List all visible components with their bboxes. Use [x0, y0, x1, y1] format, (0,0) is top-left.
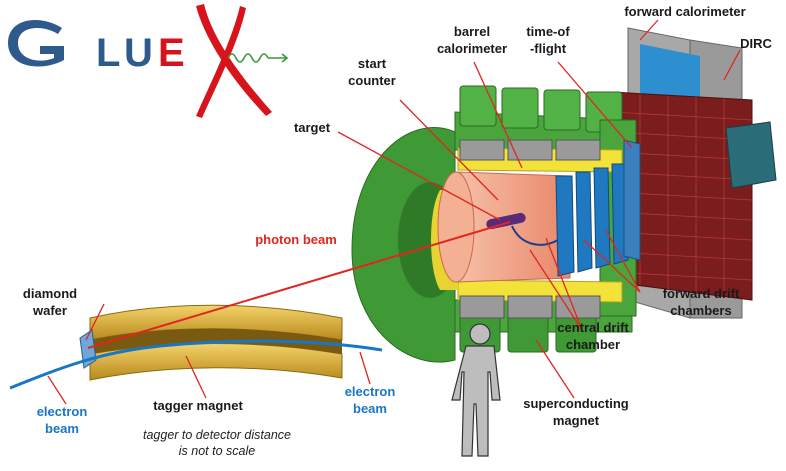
label-forward-calorimeter: forward calorimeter [624, 4, 746, 19]
label-tagger-magnet: tagger magnet [153, 398, 243, 413]
logo-g-letter [8, 20, 64, 67]
human-scale-figure [451, 323, 501, 457]
forward-calorimeter-assembly [611, 27, 777, 319]
note-scale-line1: tagger to detector distance [142, 428, 291, 442]
tagger-magnet [79, 304, 343, 381]
logo-u-letter: U [124, 31, 153, 75]
label-electron-beam-right-line1: electron [344, 384, 396, 399]
electron-beam-line [9, 339, 383, 390]
label-time-of-flight-line2: -flight [529, 41, 567, 56]
logo-l-letter: L [96, 31, 120, 75]
label-photon-beam: photon beam [255, 232, 337, 247]
label-diamond-wafer-line2: wafer [33, 303, 67, 318]
label-forward-drift-chambers-line2: chambers [670, 303, 732, 318]
logo-wave [227, 53, 269, 63]
leader-lines [47, 19, 741, 405]
label-start-counter-line1: start [357, 56, 387, 71]
beam-dump-block [725, 121, 777, 189]
label-electron-beam-left-line2: beam [45, 421, 79, 436]
label-barrel-calorimeter-line1: barrel [453, 24, 491, 39]
label-superconducting-magnet-line1: superconducting [523, 396, 629, 411]
label-target: target [293, 120, 331, 135]
note-scale-line2: is not to scale [178, 444, 256, 458]
logo-e-letter: E [158, 31, 185, 75]
forward-drift-chambers [555, 163, 629, 277]
label-time-of-flight-line1: time-of [526, 24, 570, 39]
logo-x-stroke-2 [196, 6, 246, 118]
label-electron-beam-left-line1: electron [36, 404, 88, 419]
logo-x-stroke-1 [196, 4, 272, 116]
central-drift-chamber-face [437, 171, 475, 283]
photon-beam-line [87, 221, 511, 349]
label-diamond-wafer-line1: diamond [22, 286, 78, 301]
label-start-counter-line2: counter [348, 73, 396, 88]
label-central-drift-chamber-line1: central drift [557, 320, 629, 335]
label-superconducting-magnet-line2: magnet [552, 413, 600, 428]
label-electron-beam-right-line2: beam [353, 401, 387, 416]
gluex-logo: L U E [8, 4, 289, 118]
time-of-flight-wall [623, 139, 641, 261]
label-central-drift-chamber-line2: chamber [565, 337, 621, 352]
calorimeter-grey-modules [459, 139, 601, 319]
target-cell [486, 212, 559, 246]
logo-arrow [268, 53, 289, 63]
label-barrel-calorimeter-line2: calorimeter [436, 41, 508, 56]
label-dirc: DIRC [740, 36, 772, 51]
label-forward-drift-chambers-line1: forward drift [662, 286, 740, 301]
